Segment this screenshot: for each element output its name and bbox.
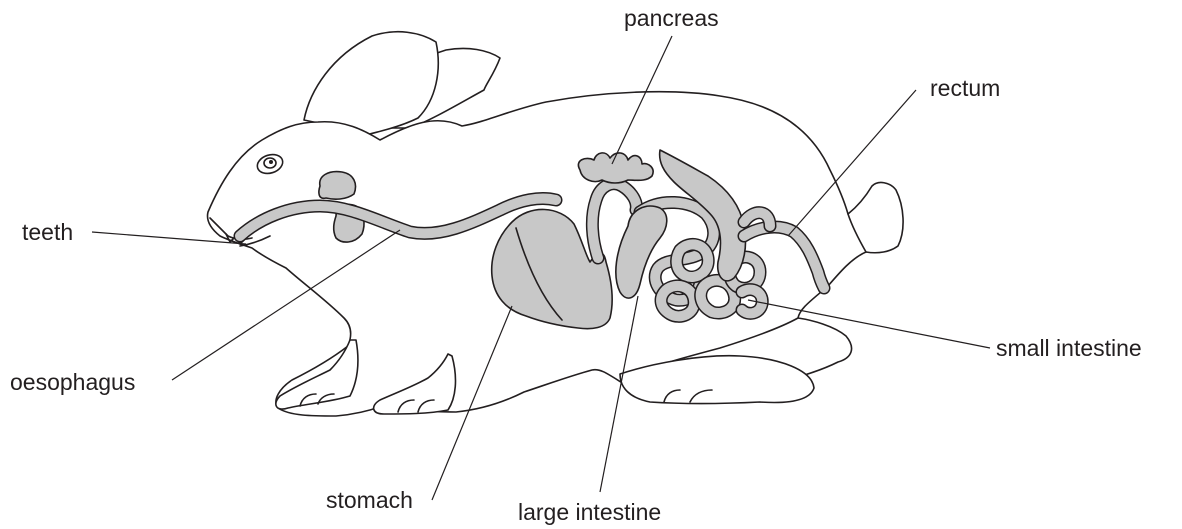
- salivary-gland-upper: [319, 172, 356, 200]
- label-teeth: teeth: [22, 219, 73, 245]
- label-rectum: rectum: [930, 75, 1000, 101]
- label-small-intestine: small intestine: [996, 335, 1142, 361]
- label-stomach: stomach: [326, 487, 413, 513]
- label-large-intestine: large intestine: [518, 499, 661, 525]
- label-pancreas: pancreas: [624, 5, 719, 31]
- front-ear: [304, 32, 438, 134]
- label-oesophagus: oesophagus: [10, 369, 135, 395]
